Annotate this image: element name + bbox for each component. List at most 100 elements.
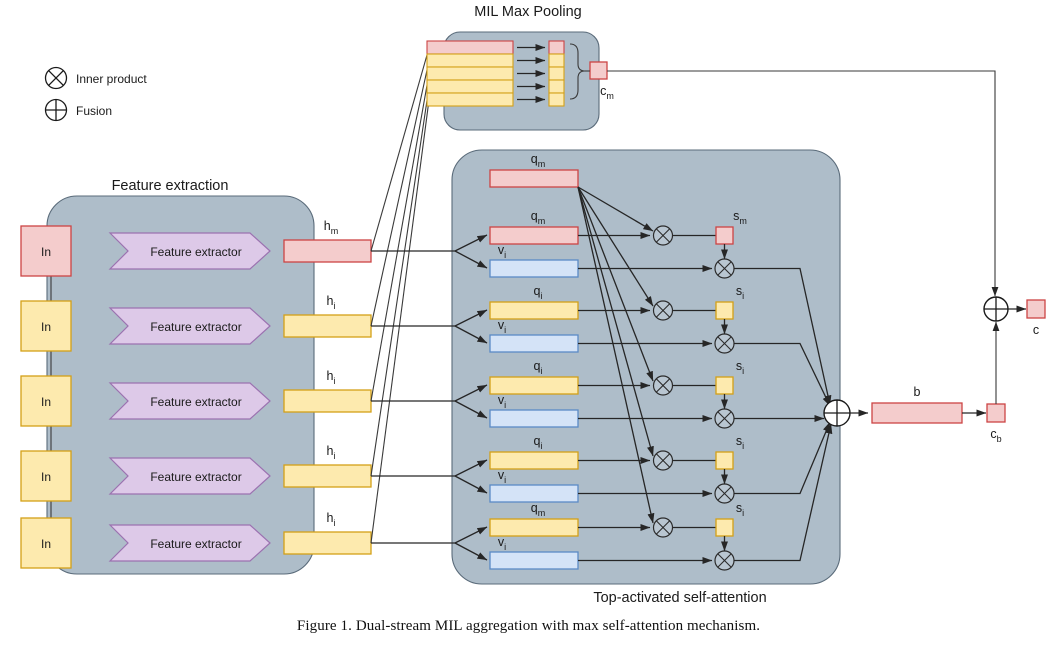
- feature-vector-label: hi: [327, 444, 336, 461]
- feature-vector-label: hi: [327, 369, 336, 386]
- value-bar-label: vi: [498, 468, 506, 485]
- mil-pool-cell[interactable]: [548, 40, 565, 55]
- feature-row-1: In Feature extractor hm: [20, 219, 372, 277]
- global-query-bar[interactable]: [489, 169, 579, 188]
- query-bar[interactable]: [489, 518, 579, 537]
- feature-vector-bar[interactable]: [283, 389, 372, 413]
- circle-times-icon: [44, 66, 68, 90]
- cb-output-label: cb: [990, 427, 1001, 444]
- value-bar[interactable]: [489, 334, 579, 353]
- bag-vector-bar[interactable]: [871, 402, 963, 424]
- query-bar-label: qm: [531, 209, 545, 226]
- legend-label-inner-product: Inner product: [76, 72, 147, 86]
- mil-pool-cell[interactable]: [548, 79, 565, 94]
- query-bar[interactable]: [489, 301, 579, 320]
- attention-row-2: qi vi si: [489, 284, 831, 407]
- feature-extractor-label: Feature extractor: [150, 537, 241, 551]
- value-bar[interactable]: [489, 551, 579, 570]
- row-output-to-fusion: [734, 423, 833, 562]
- self-attention-title: Top-activated self-attention: [593, 590, 766, 606]
- mil-pool-cell[interactable]: [548, 92, 565, 107]
- legend-item-fusion: Fusion: [44, 98, 112, 122]
- mil-pool-cells: [548, 40, 565, 107]
- input-box-label: In: [41, 537, 51, 551]
- legend-item-inner-product: Inner product: [44, 66, 147, 90]
- query-fanout-lines: [577, 186, 655, 524]
- cm-to-fusion-line: [607, 70, 999, 297]
- mil-bar[interactable]: [426, 79, 514, 94]
- query-bar[interactable]: [489, 451, 579, 470]
- feature-extractor-shape[interactable]: [108, 232, 271, 270]
- row-output-to-fusion: [734, 267, 832, 406]
- score-label: si: [736, 359, 744, 376]
- value-bar[interactable]: [489, 259, 579, 278]
- cb-output-box[interactable]: [986, 403, 1006, 423]
- attention-row-4: qi vi si: [489, 421, 831, 504]
- legend-label-fusion: Fusion: [76, 104, 112, 118]
- c-output-box[interactable]: [1026, 299, 1046, 319]
- feature-extractor-label: Feature extractor: [150, 320, 241, 334]
- feature-vector-bar[interactable]: [283, 531, 372, 555]
- score-box[interactable]: [715, 518, 734, 537]
- score-box[interactable]: [715, 301, 734, 320]
- cm-output-box[interactable]: [589, 61, 608, 80]
- feature-extractor-label: Feature extractor: [150, 395, 241, 409]
- value-bar[interactable]: [489, 484, 579, 503]
- figure-caption: Figure 1. Dual-stream MIL aggregation wi…: [296, 618, 761, 634]
- score-box[interactable]: [715, 226, 734, 245]
- value-bar[interactable]: [489, 409, 579, 428]
- feature-vector-label: hi: [327, 511, 336, 528]
- feature-row-4: In Feature extractor hi: [20, 444, 372, 502]
- attention-row-5: qm vi si: [489, 423, 833, 571]
- attention-row-1: qm vi sm: [489, 209, 832, 406]
- mil-bar[interactable]: [426, 53, 514, 68]
- mil-bar-stack: [426, 40, 514, 107]
- score-label: si: [736, 434, 744, 451]
- score-box[interactable]: [715, 376, 734, 395]
- feature-extractor-label: Feature extractor: [150, 245, 241, 259]
- feature-extractor-label: Feature extractor: [150, 470, 241, 484]
- score-box[interactable]: [715, 451, 734, 470]
- query-bar[interactable]: [489, 376, 579, 395]
- global-query-label: qm: [531, 152, 545, 169]
- feature-vector-label: hm: [324, 219, 338, 236]
- feature-extractor-shape[interactable]: [108, 382, 271, 420]
- feature-extractor-shape[interactable]: [108, 457, 271, 495]
- mil-pool-cell[interactable]: [548, 66, 565, 81]
- row-output-to-fusion: [734, 421, 831, 495]
- mil-pool-cell[interactable]: [548, 53, 565, 68]
- feature-row-2: In Feature extractor hi: [20, 294, 372, 352]
- value-bar-label: vi: [498, 393, 506, 410]
- bag-vector-label: b: [914, 385, 921, 399]
- query-bar-label: qi: [534, 434, 543, 451]
- input-box[interactable]: [20, 225, 72, 277]
- input-box[interactable]: [20, 375, 72, 427]
- feature-row-5: In Feature extractor hi: [20, 511, 372, 569]
- self-attention-panel: [451, 149, 841, 585]
- input-box[interactable]: [20, 450, 72, 502]
- attention-row-3: qi vi si: [489, 359, 825, 429]
- c-output-label: c: [1033, 323, 1039, 337]
- score-label: si: [736, 284, 744, 301]
- input-box-label: In: [41, 245, 51, 259]
- feature-row-3: In Feature extractor hi: [20, 369, 372, 427]
- cm-output-label: cm: [600, 84, 614, 101]
- input-box[interactable]: [20, 300, 72, 352]
- mil-bar[interactable]: [426, 40, 514, 55]
- query-bar-label: qi: [534, 284, 543, 301]
- mil-bar[interactable]: [426, 66, 514, 81]
- feature-vector-bar[interactable]: [283, 314, 372, 338]
- input-box-label: In: [41, 320, 51, 334]
- feature-vector-bar[interactable]: [283, 239, 372, 263]
- query-bar[interactable]: [489, 226, 579, 245]
- input-box-label: In: [41, 470, 51, 484]
- mil-bar[interactable]: [426, 92, 514, 107]
- feature-vector-label: hi: [327, 294, 336, 311]
- feature-extractor-shape[interactable]: [108, 307, 271, 345]
- input-box[interactable]: [20, 517, 72, 569]
- feature-vector-bar[interactable]: [283, 464, 372, 488]
- feature-extractor-shape[interactable]: [108, 524, 271, 562]
- query-bar-label: qm: [531, 501, 545, 518]
